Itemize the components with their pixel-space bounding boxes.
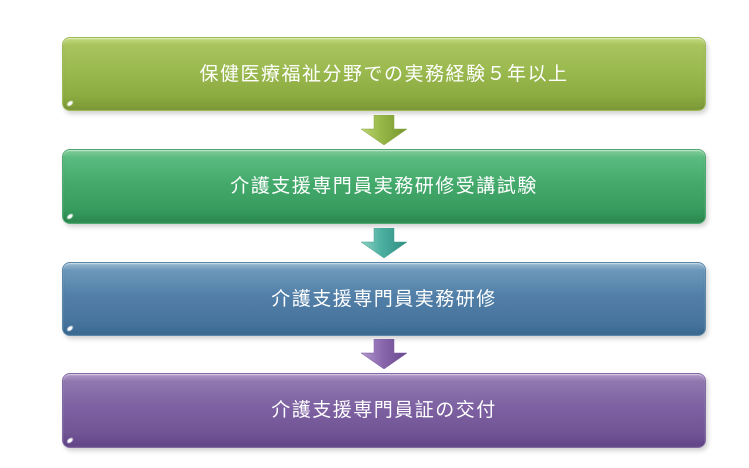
flow-step-exam: 介護支援専門員実務研修受講試験: [62, 149, 706, 224]
flow-step-experience-label: 保健医療福祉分野での実務経験５年以上: [199, 63, 569, 85]
down-arrow-icon-1: [361, 115, 407, 145]
flow-step-training: 介護支援専門員実務研修: [62, 262, 706, 336]
flow-step-experience: 保健医療福祉分野での実務経験５年以上: [62, 37, 706, 111]
flow-step-certificate-label: 介護支援専門員証の交付: [271, 400, 497, 421]
flow-step-certificate: 介護支援専門員証の交付: [62, 373, 706, 448]
flow-step-exam-label: 介護支援専門員実務研修受講試験: [230, 176, 538, 197]
down-arrow-icon-3: [361, 339, 407, 369]
flow-step-training-label: 介護支援専門員実務研修: [271, 288, 497, 310]
down-arrow-icon-2: [361, 228, 407, 258]
